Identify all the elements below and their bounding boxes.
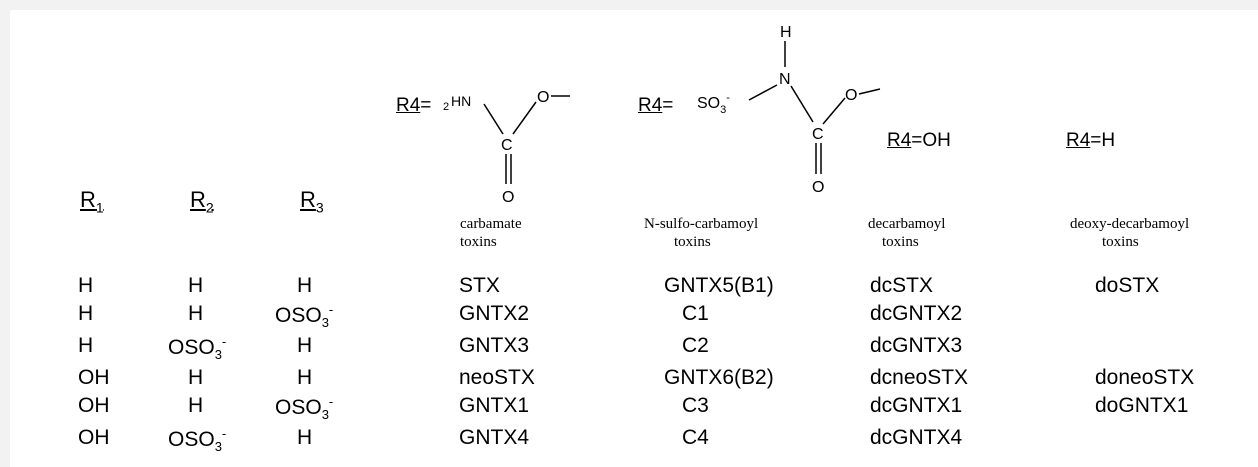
r4-label-decarbamoyl: R4=OH xyxy=(887,130,951,151)
cell-r2: H xyxy=(188,394,204,417)
carbamate-oxygen-double: O xyxy=(502,189,514,206)
sulfo-carbon: C xyxy=(812,126,824,143)
cell-sulfo: C4 xyxy=(682,426,709,449)
cell-r1: H xyxy=(78,302,94,325)
cell-r3: OSO3- xyxy=(275,394,334,423)
cell-sulfo: C2 xyxy=(682,334,709,357)
cell-sulfo: C1 xyxy=(682,302,709,325)
cell-r3: H xyxy=(297,334,313,357)
cell-decarbamoyl: dcGNTX3 xyxy=(870,334,963,357)
cell-sulfo: GNTX5(B1) xyxy=(664,274,774,297)
cell-r2: H xyxy=(188,274,204,297)
cell-deoxy: doGNTX1 xyxy=(1095,394,1189,417)
cell-carbamate: GNTX1 xyxy=(459,394,530,417)
sulfo-bond-s-n xyxy=(748,84,778,101)
cell-deoxy: doSTX xyxy=(1095,274,1160,297)
sulfo-oxygen-double: O xyxy=(812,179,824,196)
cell-r1: OH xyxy=(78,394,110,417)
cell-sulfo: GNTX6(B2) xyxy=(664,366,774,389)
sulfo-bond-n-c xyxy=(790,85,814,123)
cell-carbamate: GNTX2 xyxy=(459,302,530,325)
sulfo-bond-c-o xyxy=(822,97,846,125)
cell-r1: H xyxy=(78,334,94,357)
cell-carbamate: GNTX3 xyxy=(459,334,530,357)
cell-r1: H xyxy=(78,274,94,297)
header-r3: R3 xyxy=(300,187,324,216)
r4-label-sulfo: R4= xyxy=(638,95,674,116)
cell-decarbamoyl: dcGNTX4 xyxy=(870,426,963,449)
cell-r2: H xyxy=(188,302,204,325)
cell-deoxy: doneoSTX xyxy=(1095,366,1195,389)
sulfo-oxygen-single: O xyxy=(845,87,857,104)
cell-decarbamoyl: dcGNTX2 xyxy=(870,302,963,325)
sulfo-bond-o-r xyxy=(858,88,881,95)
cell-carbamate: STX xyxy=(459,274,500,297)
sulfo-carbamoyl-structure: H N SO3- C O O xyxy=(697,24,881,196)
toxin-table-figure: R1 R2 R3 R4= R4= R4=OH R4=H 2 HN C O O H… xyxy=(10,10,1258,467)
sulfo-hydrogen: H xyxy=(780,24,792,41)
cell-r1: OH xyxy=(78,366,110,389)
carbamate-bond-n-c xyxy=(483,103,504,135)
cell-decarbamoyl: dcneoSTX xyxy=(870,366,969,389)
cell-r3: OSO3- xyxy=(275,302,334,331)
cell-r1: OH xyxy=(78,426,110,449)
cell-r3: H xyxy=(297,366,313,389)
cell-carbamate: neoSTX xyxy=(459,366,535,389)
cell-decarbamoyl: dcGNTX1 xyxy=(870,394,963,417)
cell-r2: H xyxy=(188,366,204,389)
cell-r2: OSO3- xyxy=(168,334,227,363)
carbamate-carbon: C xyxy=(501,137,513,154)
header-r2: R2 xyxy=(190,187,214,216)
header-r1: R1 xyxy=(80,187,104,216)
carbamate-structure: 2 HN C O O xyxy=(443,89,570,206)
cell-carbamate: GNTX4 xyxy=(459,426,530,449)
cell-r3: H xyxy=(297,274,313,297)
carbamate-amine-prefix: 2 xyxy=(443,101,449,113)
carbamate-oxygen-single: O xyxy=(537,89,549,106)
r4-label-carbamate: R4= xyxy=(396,95,432,116)
cell-sulfo: C3 xyxy=(682,394,709,417)
carbamate-amine: HN xyxy=(451,93,471,109)
carbamate-bond-c-o xyxy=(512,101,537,135)
cell-r3: H xyxy=(297,426,313,449)
r4-label-deoxy: R4=H xyxy=(1066,130,1116,151)
sulfo-group: SO3- xyxy=(697,92,730,116)
sulfo-nitrogen: N xyxy=(779,71,791,88)
cell-r2: OSO3- xyxy=(168,426,227,455)
cell-decarbamoyl: dcSTX xyxy=(870,274,934,297)
